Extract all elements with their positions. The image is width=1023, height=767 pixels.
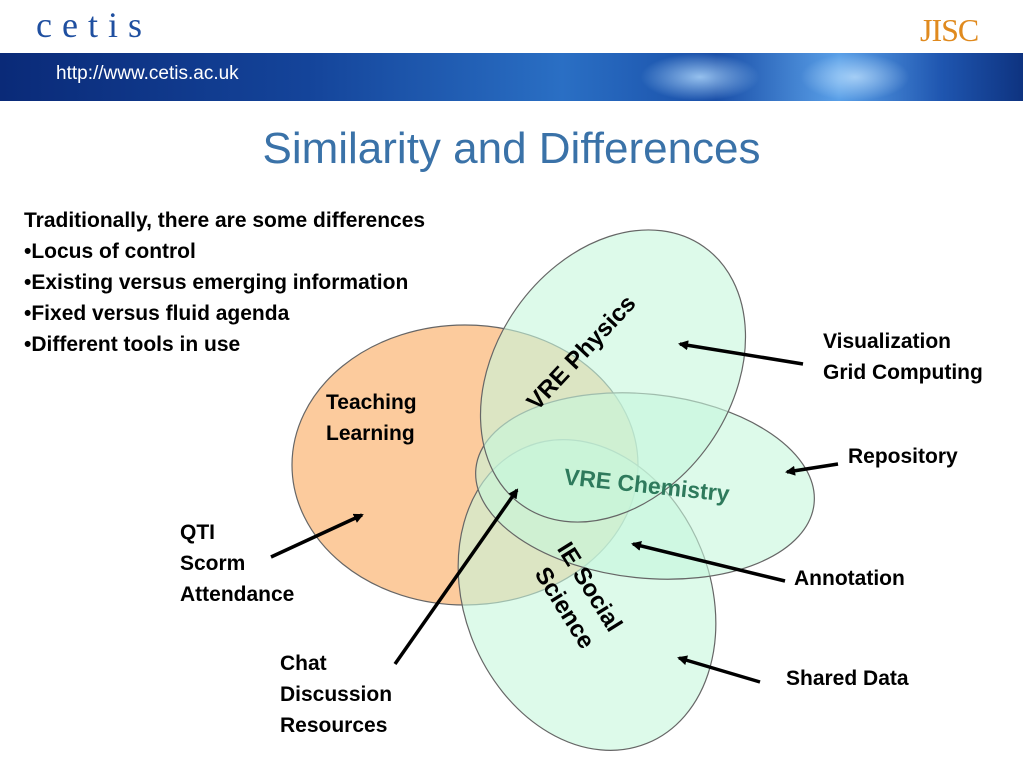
bullet-item: •Locus of control: [24, 240, 196, 263]
bullet-list: Traditionally, there are some difference…: [24, 205, 425, 360]
physics-callout: Visualization Grid Computing: [823, 330, 983, 384]
jisc-logo: JISC: [920, 12, 979, 48]
chemistry-callout: Repository: [848, 445, 958, 468]
banner-glow: [640, 53, 760, 101]
annotation-callout: Annotation: [794, 567, 905, 590]
slide-title: Similarity and Differences: [262, 124, 761, 173]
banner-glow: [800, 53, 910, 101]
centre-callout: Chat Discussion Resources: [280, 652, 393, 737]
arrow-teaching: [270, 513, 364, 559]
arrow-annotation: [631, 541, 786, 583]
bullet-item: •Fixed versus fluid agenda: [24, 302, 290, 325]
site-url-link[interactable]: http://www.cetis.ac.uk: [56, 63, 239, 84]
bullet-item: •Existing versus emerging information: [24, 271, 409, 294]
cetis-logo: cetis: [36, 5, 152, 45]
teaching-label: Teaching Learning: [326, 391, 417, 445]
arrow-centre: [393, 488, 519, 666]
bullet-item: •Different tools in use: [24, 333, 241, 356]
arrow-physics: [678, 340, 804, 366]
physics-ellipse: [479, 229, 747, 523]
shared-data-callout: Shared Data: [786, 667, 909, 690]
teaching-callout: QTI Scorm Attendance: [180, 521, 295, 606]
header-banner: http://www.cetis.ac.uk: [0, 53, 1023, 101]
arrow-chemistry: [785, 462, 839, 476]
bullet-intro: Traditionally, there are some difference…: [24, 209, 426, 232]
arrow-shared-data: [677, 655, 761, 684]
